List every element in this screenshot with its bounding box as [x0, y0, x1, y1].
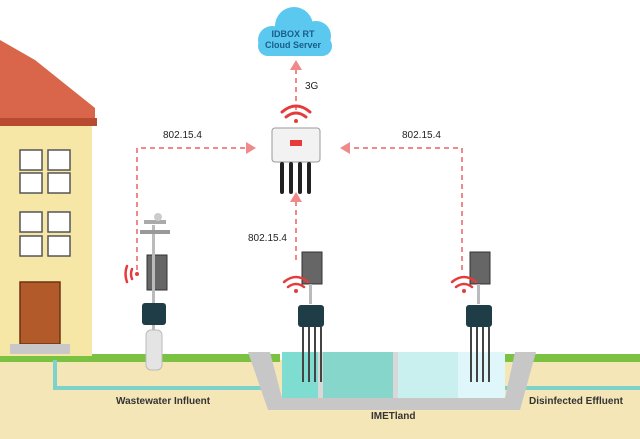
- left-station: [140, 213, 170, 371]
- treatment-basin: [248, 352, 536, 410]
- basin-cell-2: [323, 352, 393, 398]
- right-station: [466, 251, 492, 382]
- basin-cell-3: [398, 352, 458, 398]
- house: [0, 40, 97, 356]
- cloud-icon: [258, 7, 332, 56]
- cloud-label: IDBOX RT Cloud Server: [250, 29, 336, 51]
- right-link-label: 802.15.4: [402, 130, 441, 141]
- left-link-line: [136, 147, 246, 270]
- left-link-label: 802.15.4: [163, 130, 202, 141]
- uplink-label: 3G: [305, 81, 319, 92]
- cloud-label-line1: IDBOX RT: [271, 29, 315, 39]
- center-arrow: [290, 192, 302, 202]
- center-signal-icon: [282, 275, 310, 293]
- right-arrow: [340, 142, 350, 154]
- basin-cell-4: [458, 352, 505, 398]
- left-logger-box: [142, 303, 166, 325]
- house-door: [19, 281, 61, 345]
- wastewater-influent-label: Wastewater Influent: [116, 396, 211, 407]
- right-logger-box: [466, 305, 492, 327]
- gateway-signal-icon: [280, 104, 312, 123]
- left-solar-panel: [146, 254, 168, 291]
- link-arrows: [246, 60, 350, 202]
- gateway-device: [271, 127, 321, 194]
- center-link-label: 802.15.4: [248, 233, 287, 244]
- imetland-label: IMETland: [371, 411, 416, 422]
- center-logger-box: [298, 305, 324, 327]
- center-station: [298, 251, 324, 382]
- uplink-arrow: [290, 60, 302, 70]
- disinfected-effluent-label: Disinfected Effluent: [529, 396, 623, 407]
- left-arrow: [246, 142, 256, 154]
- grass-left: [0, 354, 280, 362]
- left-signal-icon: [124, 264, 139, 284]
- gateway-logo: [290, 140, 302, 146]
- right-link-line: [350, 147, 463, 270]
- cloud-label-line2: Cloud Server: [264, 40, 322, 50]
- right-signal-icon: [450, 275, 478, 293]
- grass-right: [505, 354, 640, 362]
- influent-pipe: [53, 360, 278, 390]
- link-lines: [136, 68, 463, 270]
